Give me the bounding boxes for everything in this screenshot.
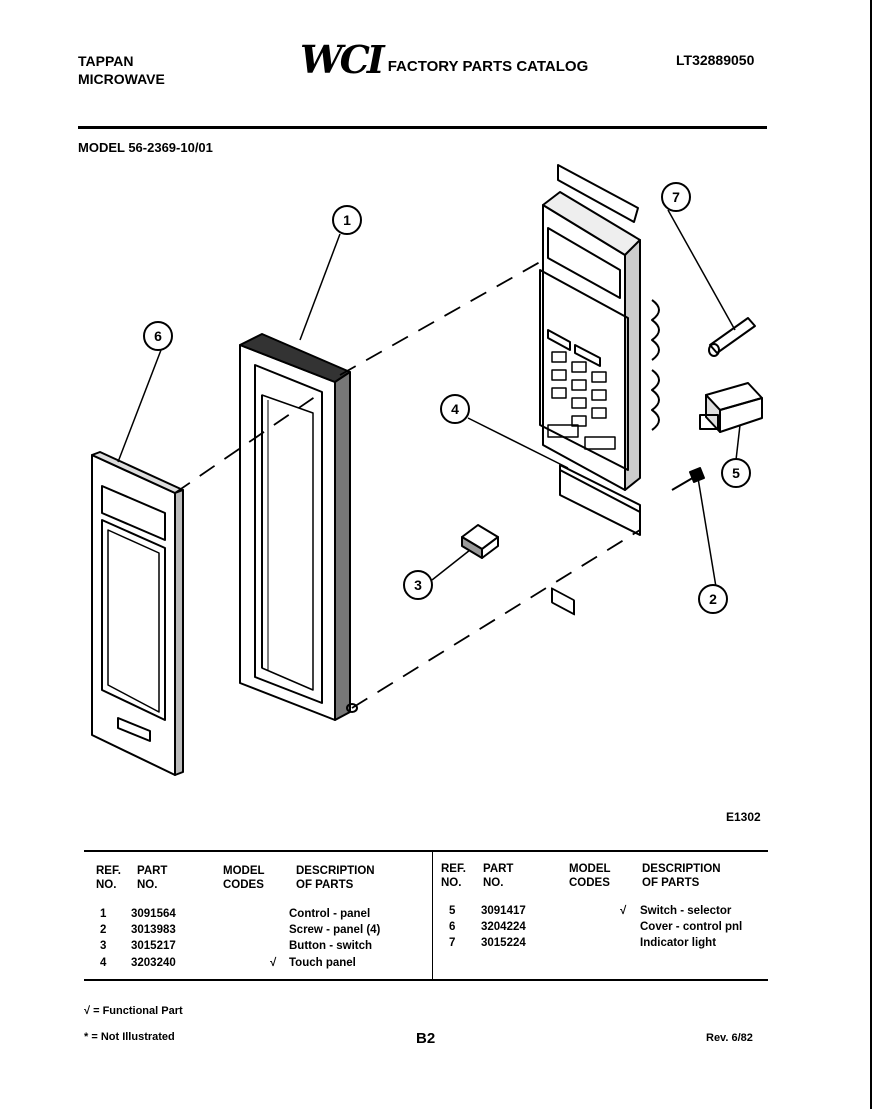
part-button-switch: [461, 524, 499, 559]
part-no: 3091564: [131, 908, 176, 920]
part-no: 3091417: [481, 905, 526, 917]
part-description: Touch panel: [289, 957, 356, 969]
part-control-panel-frame: [239, 333, 358, 721]
model-number: MODEL 56-2369-10/01: [78, 140, 213, 155]
part-cover-control-panel: [91, 451, 184, 776]
callout-5: 5: [732, 465, 740, 481]
part-description: Button - switch: [289, 940, 373, 952]
callout-1: 1: [343, 212, 351, 228]
catalog-header: WCI FACTORY PARTS CATALOG: [300, 40, 588, 80]
brand-name: TAPPAN: [78, 53, 134, 69]
part-no: 3203240: [131, 957, 176, 969]
header-rule: [78, 126, 767, 129]
callout-6: 6: [154, 328, 162, 344]
header-ref: REF.NO.: [96, 865, 121, 891]
ref-no: 3: [100, 940, 107, 952]
functional-mark: √: [620, 905, 627, 917]
legend-not-illustrated: * = Not Illustrated: [84, 1031, 175, 1043]
catalog-number: LT32889050: [676, 52, 755, 68]
diagram-code: E1302: [726, 810, 761, 824]
revision-date: Rev. 6/82: [706, 1032, 753, 1044]
part-description: Cover - control pnl: [640, 921, 743, 933]
page-number: B2: [416, 1030, 436, 1047]
part-touch-panel-module: [539, 164, 660, 616]
callout-7: 7: [672, 189, 680, 205]
part-switch-selector: [699, 382, 763, 433]
wci-logo: WCI: [300, 37, 385, 82]
ref-no: 4: [100, 957, 107, 969]
ref-no: 2: [100, 924, 107, 936]
callout-4: 4: [451, 401, 459, 417]
functional-mark: √: [270, 957, 277, 969]
part-indicator-light: [708, 317, 756, 357]
legend-functional-part: √ = Functional Part: [84, 1005, 183, 1017]
part-description: Switch - selector: [640, 905, 732, 917]
part-description: Control - panel: [289, 908, 371, 920]
ref-no: 1: [100, 908, 107, 920]
ref-no: 6: [449, 921, 456, 933]
part-no: 3015217: [131, 940, 176, 952]
part-description: Screw - panel (4): [289, 924, 381, 936]
part-no: 3204224: [481, 921, 526, 933]
product-name: MICROWAVE: [78, 71, 165, 87]
brand-block: TAPPAN MICROWAVE: [78, 52, 165, 88]
callout-2: 2: [709, 591, 717, 607]
part-description: Indicator light: [640, 937, 717, 949]
parts-table: [84, 850, 768, 981]
catalog-title: FACTORY PARTS CATALOG: [387, 57, 589, 75]
ref-no: 7: [449, 937, 456, 949]
table-column-divider: [432, 850, 433, 981]
table-row: 1: [100, 906, 106, 922]
header-ref-right: REF.NO.: [441, 863, 466, 889]
ref-no: 5: [449, 905, 456, 917]
part-screw: [671, 467, 705, 491]
part-no: 3015224: [481, 937, 526, 949]
callout-3: 3: [414, 577, 422, 593]
part-no: 3013983: [131, 924, 176, 936]
